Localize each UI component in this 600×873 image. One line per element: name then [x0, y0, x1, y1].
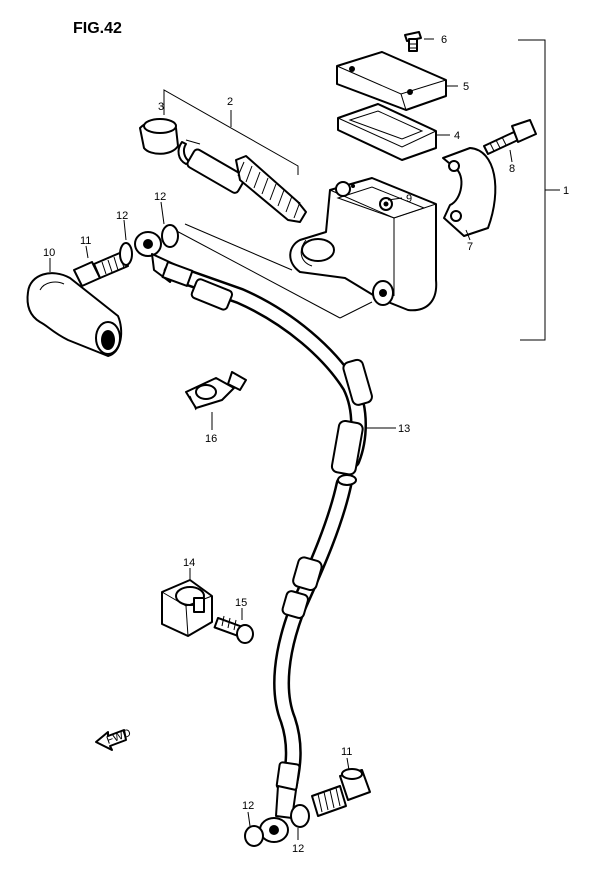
part-14-hose-clamp	[161, 579, 213, 637]
part-5-reservoir-cap	[336, 51, 447, 111]
label-16: 16	[205, 433, 217, 445]
label-12-d: 12	[292, 843, 304, 855]
label-10: 10	[43, 247, 55, 259]
forward-arrow: FWD	[95, 727, 133, 751]
label-12-b: 12	[116, 210, 128, 222]
label-11-b: 11	[341, 746, 352, 758]
part-16-hose-clip	[185, 371, 247, 411]
part-12-washer-lower-a	[244, 825, 264, 847]
label-11-a: 11	[80, 235, 91, 247]
master-cylinder-body	[289, 177, 438, 312]
part-7-clamp	[442, 147, 497, 237]
label-9: 9	[406, 193, 412, 205]
part-10-boot-cover	[26, 272, 123, 357]
label-5: 5	[463, 81, 469, 93]
part-12-washer-upper-b	[161, 224, 179, 248]
part-8-bolt	[483, 119, 537, 155]
part-6-screw	[404, 31, 422, 52]
part-12-washer-upper-a	[119, 242, 133, 266]
label-12-a: 12	[154, 191, 166, 203]
label-4: 4	[454, 130, 460, 142]
part-4-diaphragm-plate	[337, 103, 437, 161]
figure-title: FIG.42	[73, 20, 122, 37]
label-1: 1	[563, 185, 569, 197]
label-8: 8	[509, 163, 515, 175]
label-6: 6	[441, 34, 447, 46]
assembly-lines	[170, 223, 373, 319]
forward-arrow-label: FWD	[105, 727, 133, 747]
label-12-c: 12	[242, 800, 254, 812]
label-15: 15	[235, 597, 247, 609]
piston-kit-bracket	[163, 89, 299, 175]
label-2: 2	[227, 96, 233, 108]
assembly-bracket	[518, 39, 560, 341]
part-15-screw	[213, 615, 254, 644]
part-2-piston-spring	[186, 148, 307, 223]
part-13-brake-hose	[161, 261, 373, 799]
part-11-banjo-bolt-lower	[311, 768, 371, 817]
label-13: 13	[398, 423, 410, 435]
label-3: 3	[158, 101, 164, 113]
part-12-washer-lower-b	[290, 804, 310, 828]
label-7: 7	[467, 241, 473, 253]
part-3-dust-boot	[139, 118, 179, 155]
label-14: 14	[183, 557, 195, 569]
